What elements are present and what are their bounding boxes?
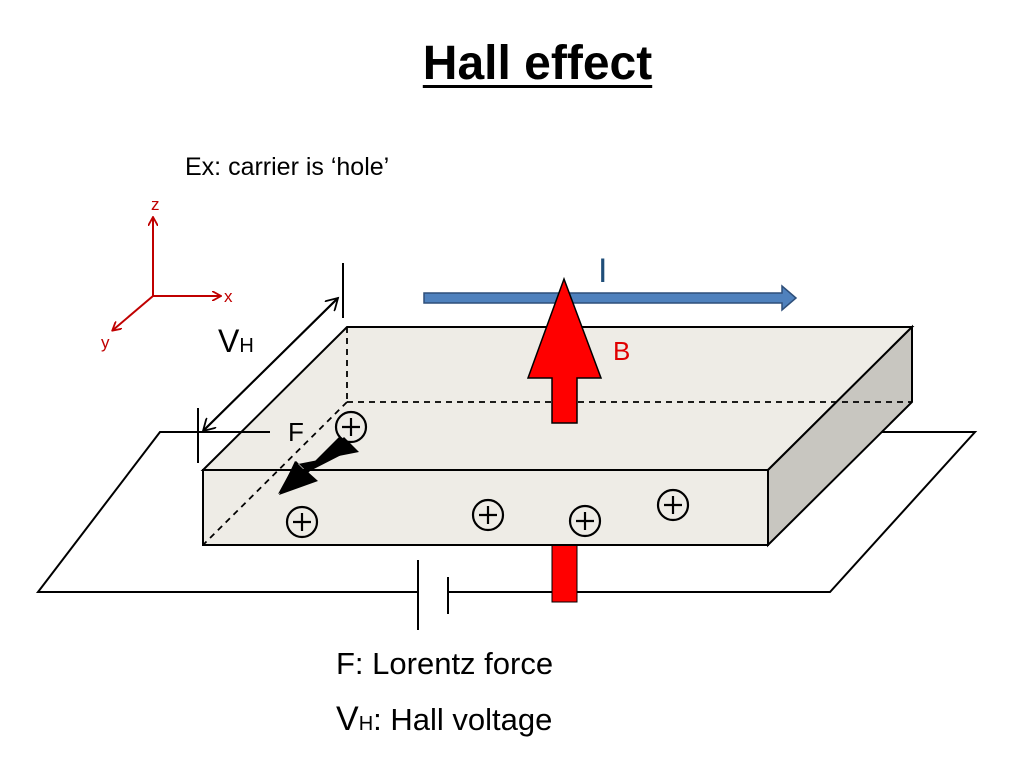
hole-carrier-2 bbox=[285, 505, 319, 539]
hall-voltage-label: VH bbox=[218, 323, 254, 359]
carrier-note: Ex: carrier is ‘hole’ bbox=[185, 153, 390, 181]
magnetic-field-label: B bbox=[613, 336, 630, 366]
current-label: I bbox=[598, 252, 607, 290]
hole-carrier-5 bbox=[656, 488, 690, 522]
hole-carriers bbox=[285, 410, 690, 539]
coordinate-axes: z x y bbox=[101, 195, 233, 352]
magnetic-field-arrow-bottom bbox=[551, 539, 578, 603]
axis-label-z: z bbox=[151, 195, 160, 214]
circuit-wire bbox=[35, 431, 978, 630]
lorentz-force-arrow-head bbox=[279, 436, 353, 495]
legend-hall-subscript: H bbox=[358, 713, 374, 735]
slab-hidden-edges bbox=[202, 327, 912, 546]
magnetic-field-arrow bbox=[526, 276, 603, 424]
hall-voltage-marker bbox=[197, 263, 344, 463]
hole-carrier-4 bbox=[568, 504, 602, 538]
legend-lorentz-force: F: Lorentz force bbox=[336, 646, 554, 681]
legend-hall-voltage: VH: Hall voltage bbox=[336, 700, 552, 739]
hole-carrier-3 bbox=[471, 498, 505, 532]
legend-hall-description: : Hall voltage bbox=[373, 702, 553, 737]
force-label: F bbox=[288, 417, 304, 447]
page-title: Hall effect bbox=[422, 37, 653, 90]
hole-carrier-1 bbox=[334, 410, 368, 444]
axis-label-y: y bbox=[101, 333, 110, 352]
axis-label-x: x bbox=[224, 287, 233, 306]
legend-hall-symbol: V bbox=[336, 700, 359, 738]
current-arrow bbox=[423, 284, 798, 312]
